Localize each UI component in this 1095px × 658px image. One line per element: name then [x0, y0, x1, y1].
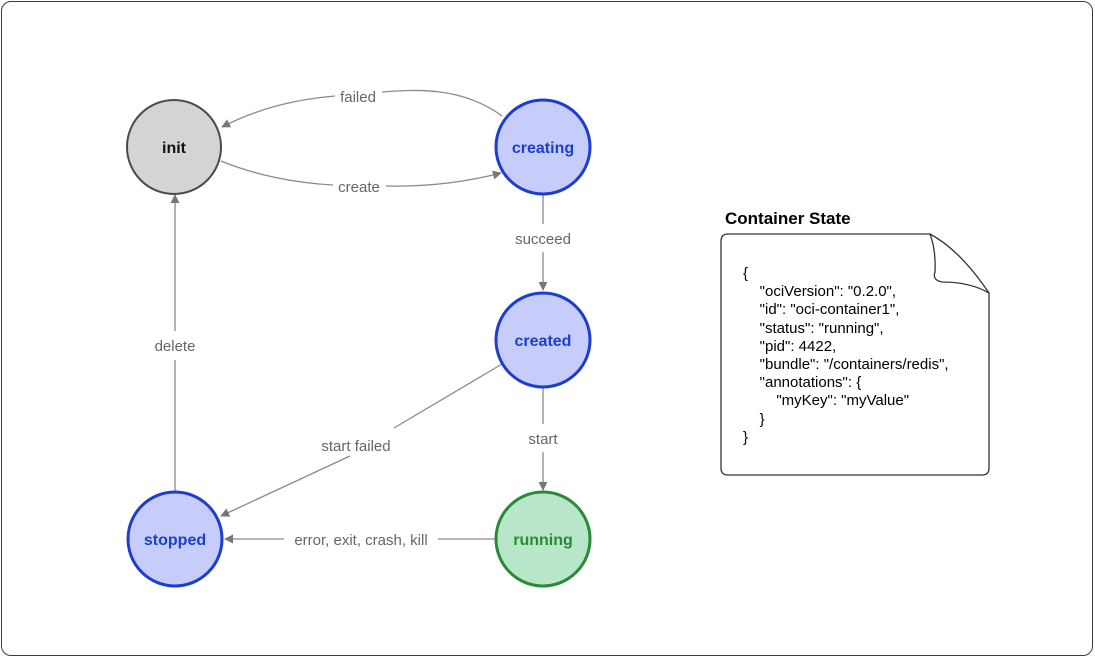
node-init: init: [126, 99, 222, 195]
node-creating: creating: [494, 98, 592, 196]
folded-corner: [929, 233, 990, 294]
node-running-label: running: [513, 532, 573, 549]
edge-failed: [381, 89, 503, 117]
json-line: "pid": 4422,: [743, 337, 837, 355]
json-line: "status": "running",: [743, 319, 884, 337]
node-created: created: [494, 291, 592, 389]
json-line: "myKey": "myValue": [743, 392, 910, 410]
json-line: "ociVersion": "0.2.0",: [743, 283, 897, 301]
edge-failed-arrow: [221, 95, 336, 128]
node-running: running: [494, 490, 592, 588]
edge-start-failed: [393, 363, 503, 429]
json-line: {: [743, 265, 749, 282]
edge-label-create: create: [338, 179, 380, 196]
node-init-label: init: [162, 140, 187, 157]
edge-label-start-failed: start failed: [321, 438, 390, 455]
node-creating-label: creating: [512, 140, 574, 157]
edge-start-failed-arrow: [220, 455, 351, 517]
edge-label-succeed: succeed: [515, 231, 571, 248]
container-state-title: Container State: [725, 209, 851, 228]
container-state-json: { "ociVersion": "0.2.0", "id": "oci-cont…: [743, 265, 949, 447]
json-line: "annotations": {: [743, 374, 862, 392]
edge-label-delete: delete: [155, 338, 196, 355]
container-state-document: [720, 233, 990, 476]
json-line: "id": "oci-container1",: [743, 301, 900, 319]
edge-label-error-exit-crash-kill: error, exit, crash, kill: [294, 532, 427, 549]
edge-label-failed: failed: [340, 89, 376, 106]
node-stopped: stopped: [126, 490, 224, 588]
node-stopped-label: stopped: [144, 532, 206, 549]
json-line: "bundle": "/containers/redis",: [743, 356, 949, 374]
json-line: }: [743, 428, 749, 446]
edge-create: [220, 160, 334, 186]
json-line: }: [743, 410, 765, 428]
edge-create-arrow: [385, 170, 502, 187]
node-created-label: created: [515, 333, 572, 350]
edge-label-start: start: [528, 431, 558, 448]
